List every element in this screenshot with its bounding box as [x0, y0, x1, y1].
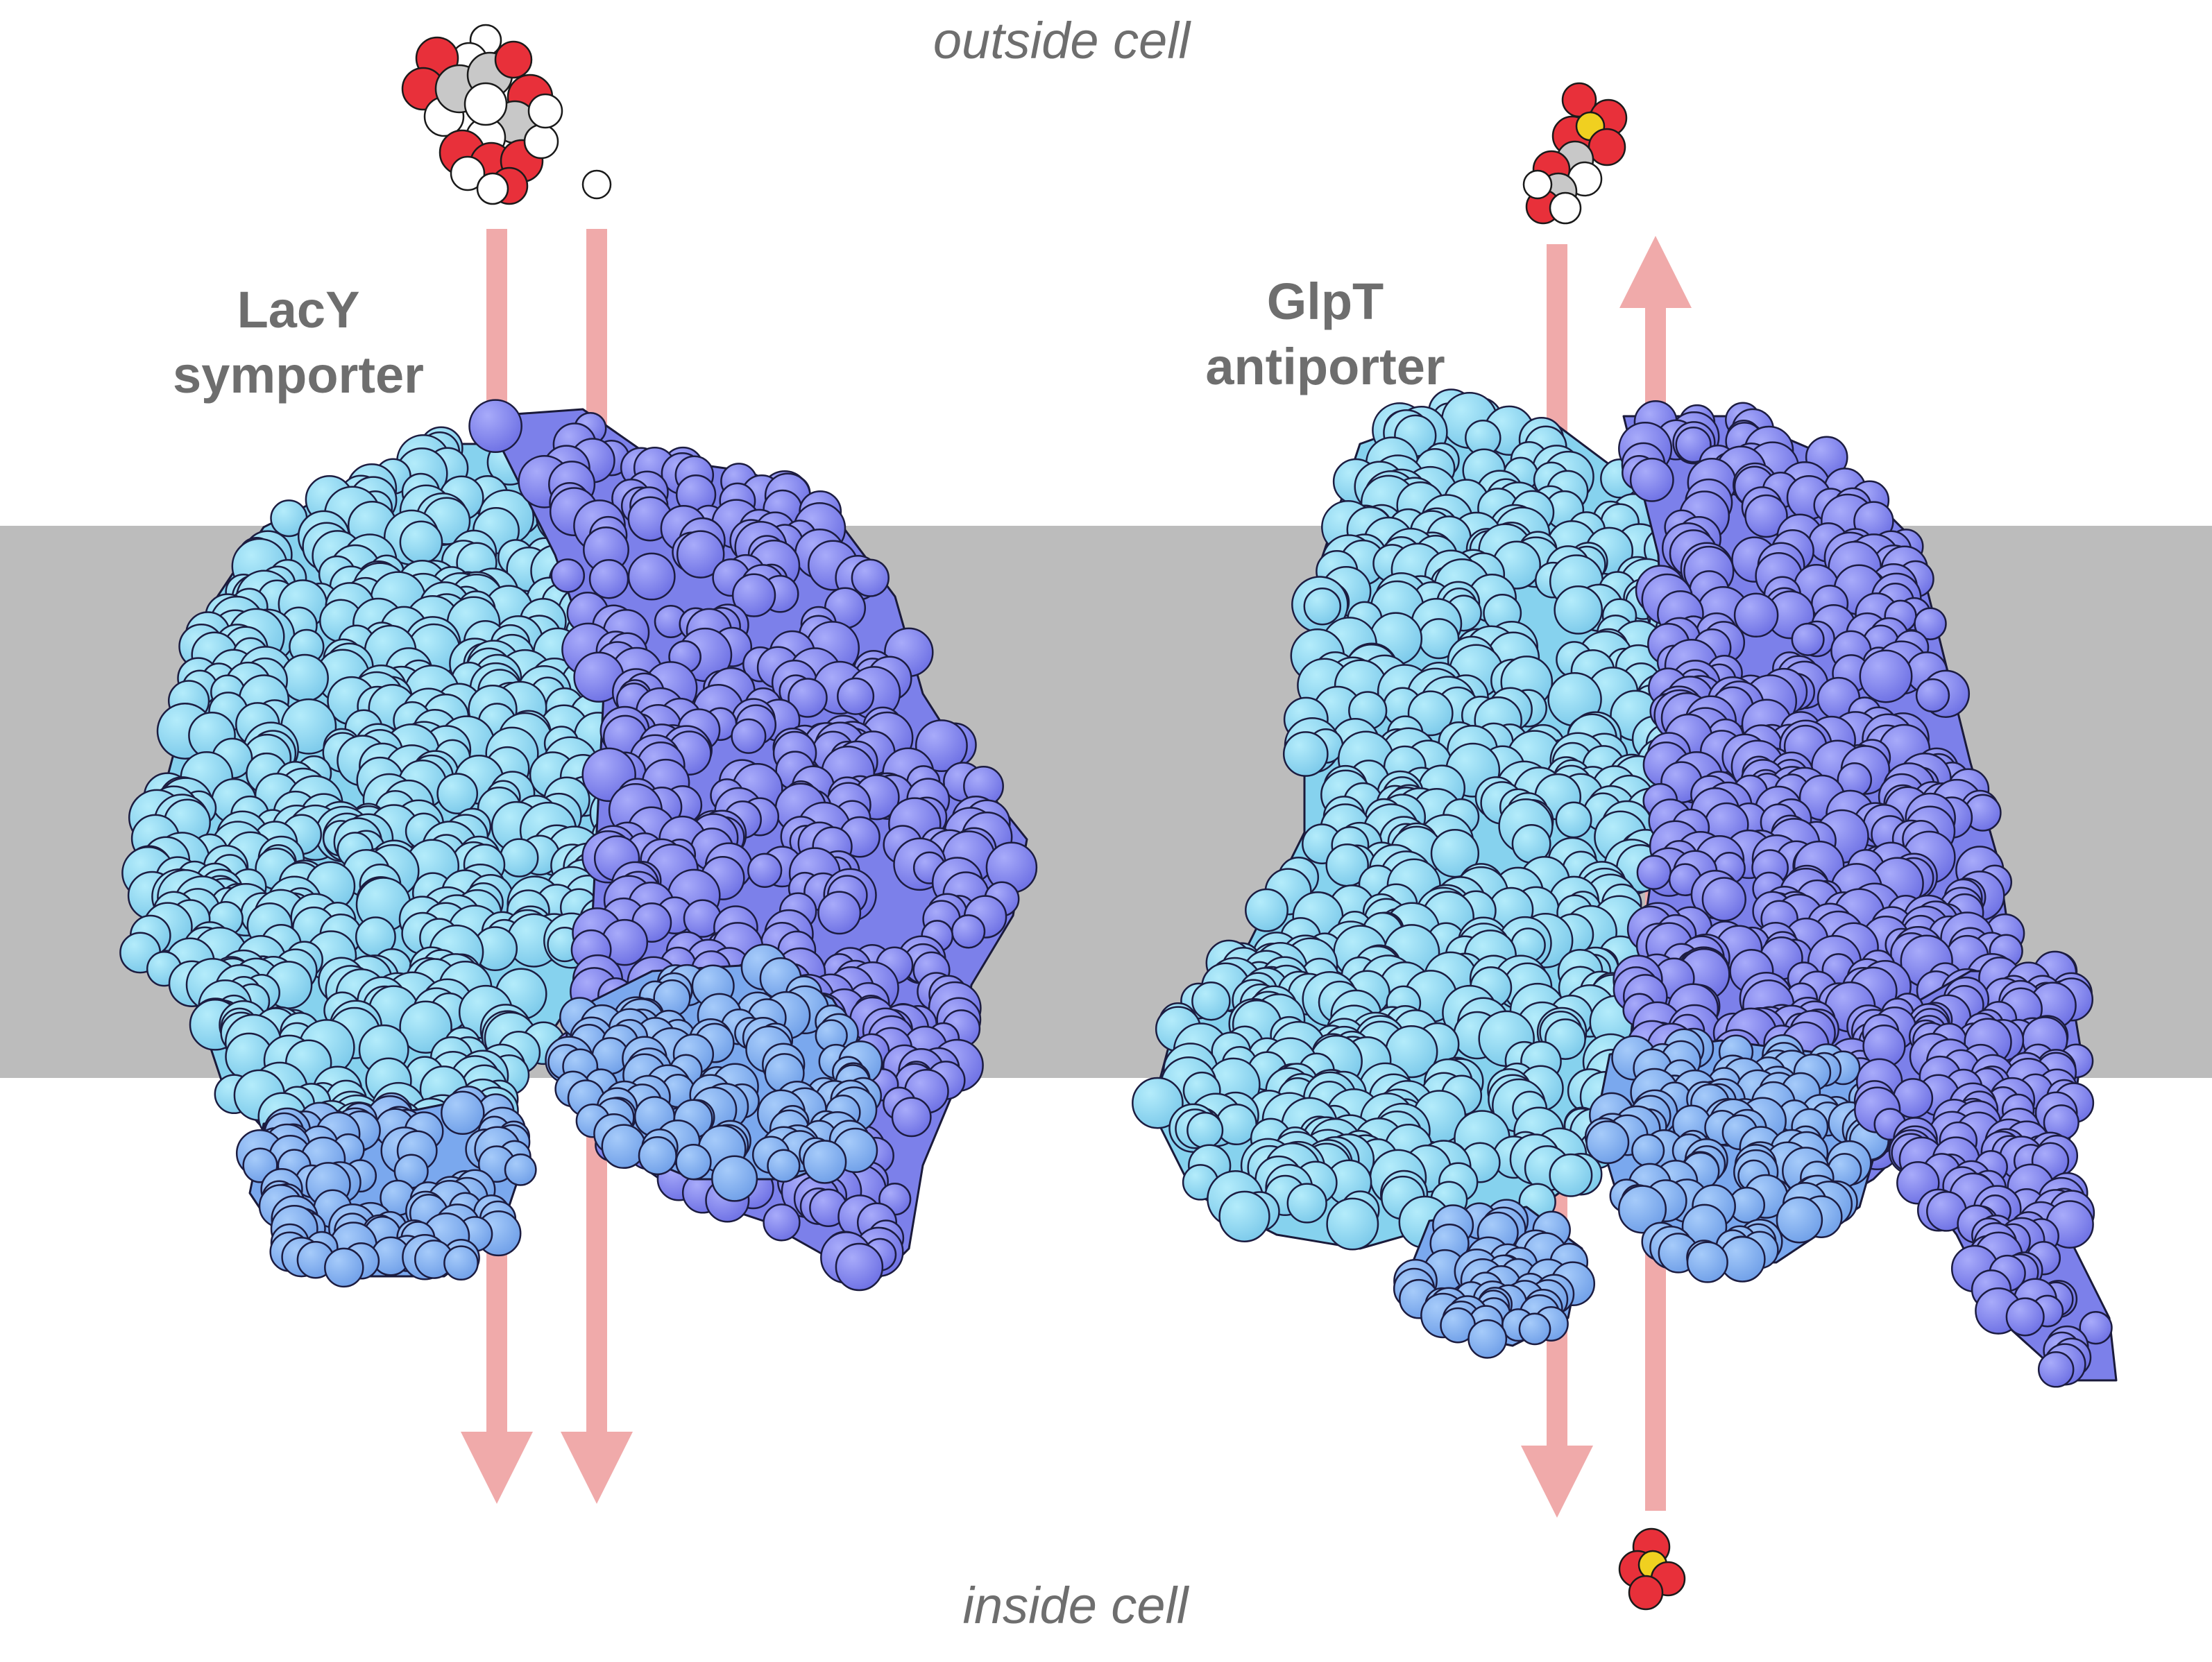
inside-cell-label: inside cell	[962, 1577, 1189, 1634]
glycerol-phosphate-molecule	[1522, 82, 1628, 225]
phosphate-molecule	[1618, 1527, 1686, 1611]
outside-cell-label: outside cell	[933, 12, 1191, 69]
lacy-symporter-protein	[119, 399, 1038, 1292]
lactose-molecule	[401, 24, 563, 205]
lacy-cytoplasmic-domain	[235, 943, 883, 1288]
proton-molecule	[581, 169, 612, 200]
glpt-name: GlpT	[1266, 273, 1384, 330]
lacy-symporter-label: LacY symporter	[139, 277, 458, 408]
glpt-n-domain	[1132, 388, 1710, 1251]
glpt-antiporter-protein	[1132, 388, 2118, 1388]
lacy-name: LacY	[237, 281, 360, 339]
glpt-tail-domain	[1853, 950, 2118, 1388]
glpt-type: antiporter	[1205, 338, 1445, 395]
substrate-molecules	[401, 24, 1686, 1611]
lacy-type: symporter	[173, 346, 424, 404]
glpt-antiporter-label: GlpT antiporter	[1180, 269, 1471, 400]
